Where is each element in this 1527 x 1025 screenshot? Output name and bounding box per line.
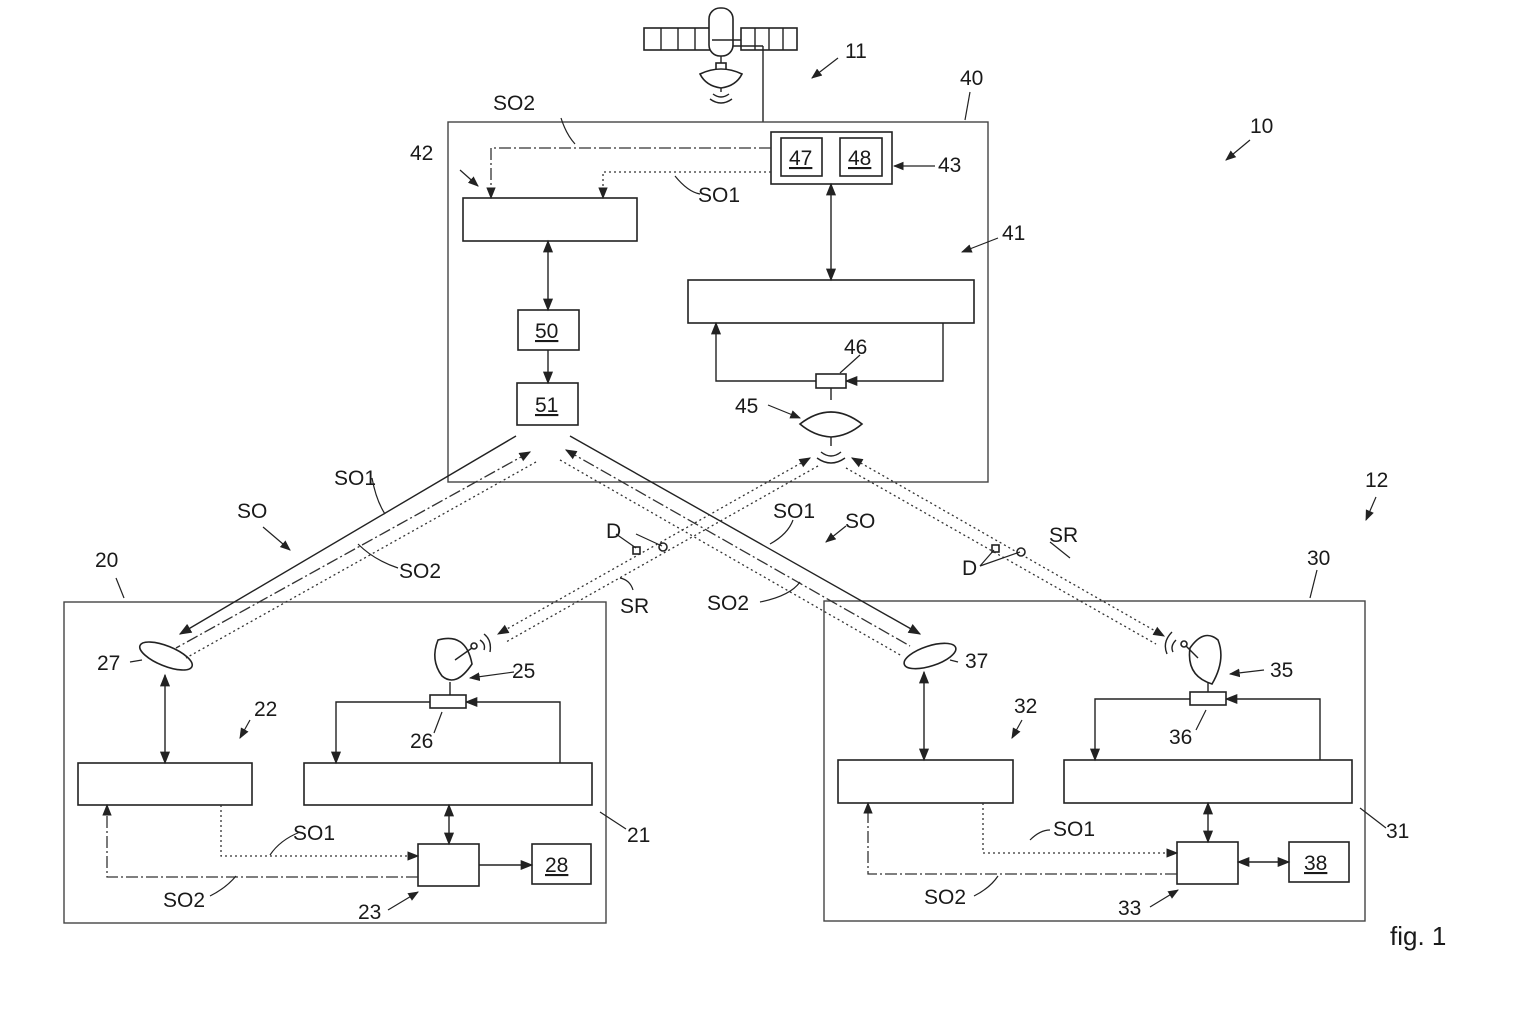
- hub-block-42: [463, 198, 637, 241]
- label-left-converter-ref: 26: [410, 730, 433, 753]
- label-left-sr: SR: [620, 595, 649, 618]
- label-right-optical-ref: 37: [965, 650, 988, 673]
- label-left-so2: SO2: [399, 560, 441, 583]
- rf-link-right-b: [846, 468, 1156, 644]
- label-right-block-left-ref: 32: [1014, 695, 1037, 718]
- label-box-a: 50: [535, 320, 558, 343]
- label-box-b: 51: [535, 394, 558, 417]
- label-left-station-ref: 20: [95, 549, 118, 572]
- label-hub-converter-ref: 46: [844, 336, 867, 359]
- right-controller-33: [1177, 842, 1238, 884]
- label-right-so1: SO1: [773, 500, 815, 523]
- left-block-22: [78, 763, 252, 805]
- label-sub-a: 47: [789, 147, 812, 170]
- optical-link-right-2: [566, 450, 910, 646]
- hub-block-41: [688, 280, 974, 323]
- figure-caption: fig. 1: [1390, 921, 1446, 951]
- label-hub-so1: SO1: [698, 184, 740, 207]
- label-hub-ref: 40: [960, 67, 983, 90]
- left-optical-terminal-icon: [136, 636, 195, 676]
- label-left-so1: SO1: [334, 467, 376, 490]
- rf-link-right-a: [852, 458, 1164, 636]
- label-right-antenna-ref: 35: [1270, 659, 1293, 682]
- label-left-antenna-ref: 25: [512, 660, 535, 683]
- label-left-storage: 28: [545, 854, 568, 877]
- label-hub-block-right-ref: 41: [1002, 222, 1025, 245]
- label-right-controller-ref: 33: [1118, 897, 1141, 920]
- label-ground-ref: 12: [1365, 469, 1388, 492]
- label-right-converter-ref: 36: [1169, 726, 1192, 749]
- label-hub-block-left-ref: 42: [410, 142, 433, 165]
- right-block-32: [838, 760, 1013, 803]
- label-left-block-right-ref: 21: [627, 824, 650, 847]
- label-right-block-right-ref: 31: [1386, 820, 1409, 843]
- label-system-ref: 10: [1250, 115, 1273, 138]
- label-right-st-so1: SO1: [1053, 818, 1095, 841]
- label-sub-b: 48: [848, 147, 871, 170]
- label-right-so: SO: [845, 510, 875, 533]
- right-optical-terminal-icon: [901, 638, 959, 674]
- label-satellite-ref: 11: [845, 40, 867, 63]
- right-block-31: [1064, 760, 1352, 803]
- data-marker-left-2: [659, 543, 667, 551]
- label-left-st-so1: SO1: [293, 822, 335, 845]
- label-left-controller-ref: 23: [358, 901, 381, 924]
- left-controller-23: [418, 844, 479, 886]
- label-left-so: SO: [237, 500, 267, 523]
- label-left-d: D: [606, 520, 621, 543]
- optical-link-right-3: [560, 460, 902, 656]
- label-right-sr: SR: [1049, 524, 1078, 547]
- label-left-block-left-ref: 22: [254, 698, 277, 721]
- data-marker-left-1: [633, 547, 640, 554]
- satellite-icon: [644, 8, 797, 122]
- label-right-so2: SO2: [707, 592, 749, 615]
- label-right-st-so2: SO2: [924, 886, 966, 909]
- optical-link-left-3: [186, 462, 536, 658]
- label-right-storage: 38: [1304, 852, 1327, 875]
- label-right-d: D: [962, 557, 977, 580]
- optical-link-left-1: [180, 436, 516, 634]
- label-hub-so2: SO2: [493, 92, 535, 115]
- label-left-st-so2: SO2: [163, 889, 205, 912]
- label-control-unit-ref: 43: [938, 154, 961, 177]
- left-block-21: [304, 763, 592, 805]
- left-antenna-icon: [430, 634, 490, 708]
- rf-link-left-b: [506, 466, 818, 642]
- hub-antenna-icon: [800, 374, 862, 463]
- label-left-optical-ref: 27: [97, 652, 120, 675]
- label-right-station-ref: 30: [1307, 547, 1330, 570]
- label-hub-antenna-ref: 45: [735, 395, 758, 418]
- right-antenna-icon: [1165, 632, 1226, 705]
